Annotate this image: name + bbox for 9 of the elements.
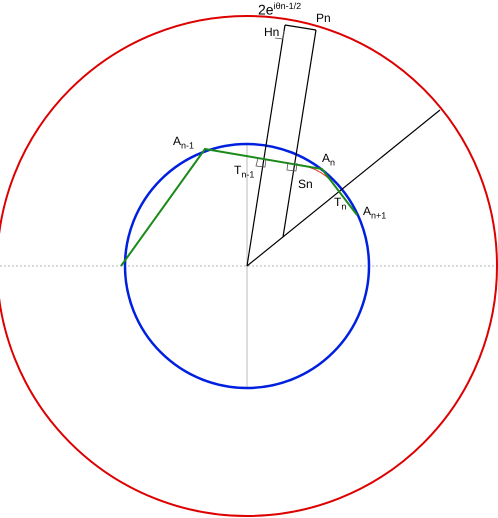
point-label: Sn: [298, 178, 313, 190]
point-label: Pn: [316, 12, 331, 24]
point-label: A$_{n}$: [322, 152, 336, 168]
point-label: T$_{n-1}$: [234, 164, 254, 180]
point-label: T$_{n}$: [334, 196, 346, 212]
point-label: A$_{n+1}$: [363, 205, 386, 220]
point-label: 2e$^{iθn-1/2}$: [258, 2, 302, 17]
point-label: Hn: [264, 26, 280, 38]
point-label: A$_{n-1}$: [173, 135, 194, 150]
